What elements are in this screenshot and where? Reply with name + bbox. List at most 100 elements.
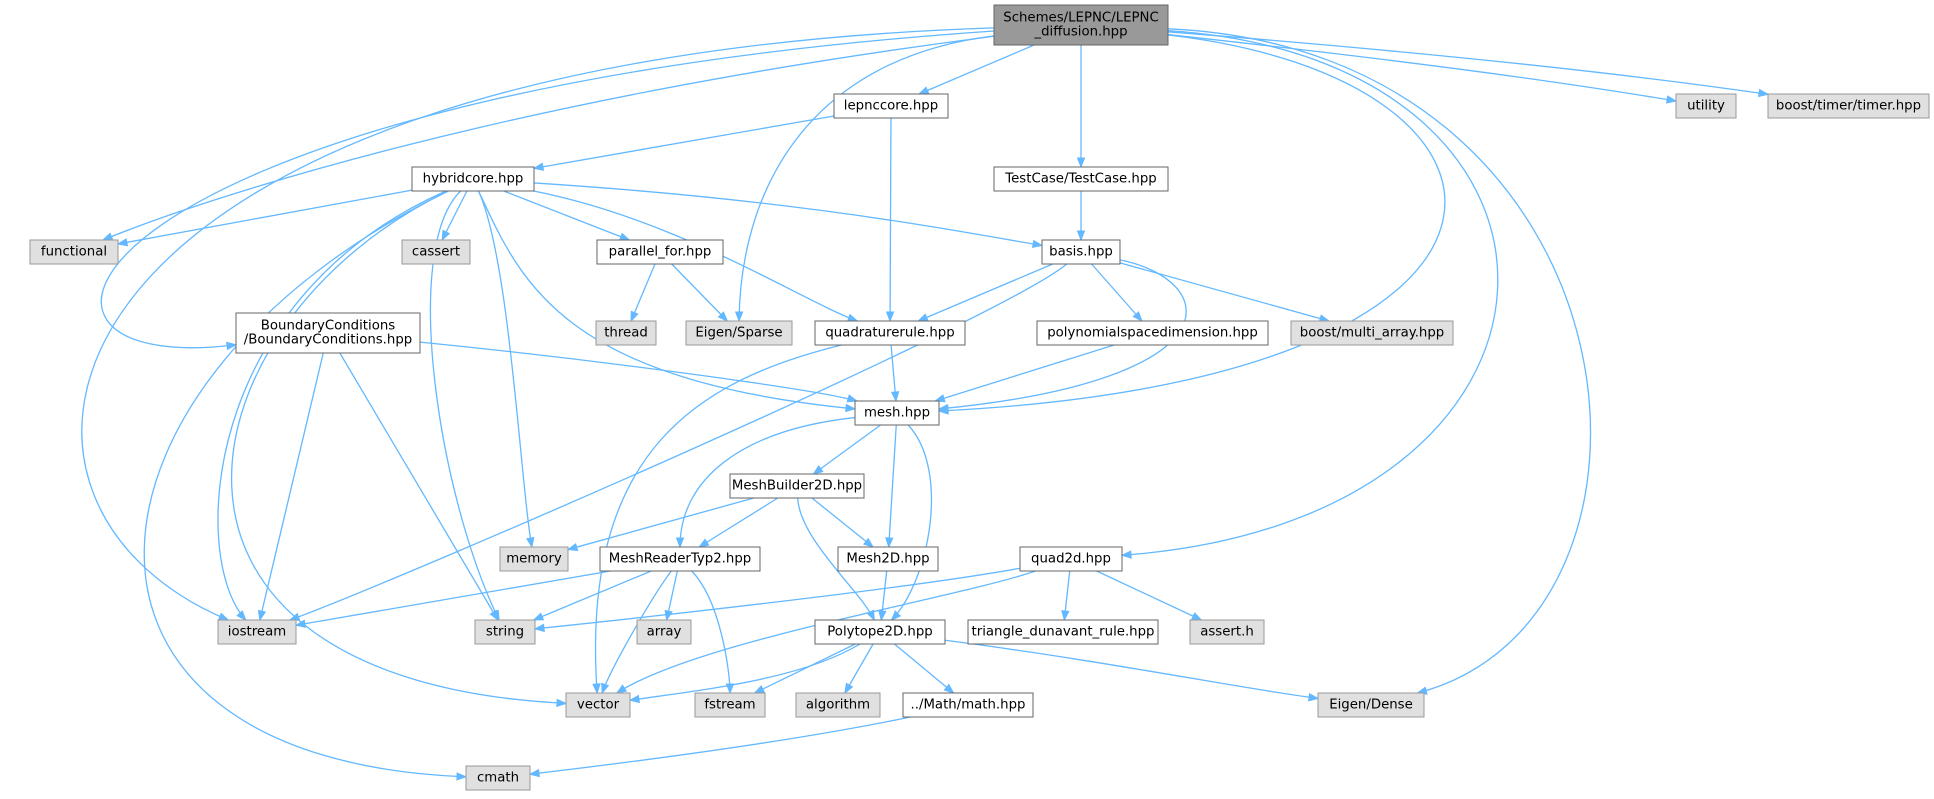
node-polytope[interactable]: Polytope2D.hpp (814, 619, 946, 645)
node-triangle[interactable]: triangle_dunavant_rule.hpp (967, 619, 1159, 645)
edge-line (671, 263, 728, 322)
edge-arrowhead (489, 609, 499, 622)
node-box (1036, 320, 1269, 346)
edge-arrowhead (630, 310, 639, 323)
node-label: Eigen/Dense (1329, 698, 1413, 713)
node-quadrule[interactable]: quadraturerule.hpp (814, 320, 966, 346)
node-box (636, 619, 692, 645)
node-box (411, 166, 535, 192)
edge-polydim-to-mesh (934, 344, 1115, 403)
node-label: thread (604, 326, 648, 341)
edge-arrowhead (878, 610, 887, 622)
edge-arrowhead (890, 391, 900, 403)
edge-arrowhead (1031, 239, 1044, 249)
node-box (1041, 239, 1121, 265)
edge-line (217, 190, 447, 621)
node-boundary[interactable]: BoundaryConditions/BoundaryConditions.hp… (235, 312, 421, 354)
node-label: algorithm (806, 698, 870, 713)
node-label: cmath (477, 771, 519, 786)
edge-mesh-to-meshreader (675, 416, 856, 549)
edge-arrowhead (917, 86, 930, 95)
edge-arrowhead (812, 464, 824, 475)
edge-line (117, 189, 413, 245)
edge-arrowhead (1076, 230, 1086, 242)
edge-polytope-to-algorithm (844, 643, 874, 695)
node-cassert: cassert (401, 239, 471, 265)
node-label: _diffusion.hpp (1033, 25, 1127, 40)
node-testcase[interactable]: TestCase/TestCase.hpp (993, 166, 1169, 192)
edge-arrowhead (592, 683, 601, 695)
node-box (795, 692, 881, 718)
node-box (465, 765, 531, 791)
edge-line (429, 190, 500, 621)
edge-boundary-to-iostream (257, 352, 324, 622)
edge-root-to-lepnccore (917, 44, 1035, 95)
edge-arrowhead (456, 772, 468, 781)
node-box (401, 239, 471, 265)
node-quad2d[interactable]: quad2d.hpp (1019, 546, 1123, 572)
node-box (29, 239, 119, 265)
edge-line (630, 263, 656, 322)
edge-parallelfor-to-thread (630, 263, 656, 323)
node-label: quad2d.hpp (1031, 552, 1111, 567)
edge-arrowhead (533, 623, 545, 633)
edge-quadrule-to-vector (592, 344, 842, 695)
edge-arrowhead (844, 682, 854, 695)
node-box (474, 619, 536, 645)
edge-arrowhead (116, 238, 129, 247)
node-label: boost/timer/timer.hpp (1776, 99, 1921, 114)
edge-hybridcore-to-cmath (143, 190, 468, 781)
edge-arrowhead (917, 313, 929, 322)
node-hybridcore[interactable]: hybridcore.hpp (411, 166, 535, 192)
node-meshbuilder[interactable]: MeshBuilder2D.hpp (729, 473, 865, 499)
edge-meshbuilder-to-meshreader (698, 497, 779, 548)
edge-line (534, 567, 1021, 630)
edge-hybridcore-to-cassert (441, 190, 468, 242)
edge-arrowhead (226, 341, 238, 351)
node-polydim[interactable]: polynomialspacedimension.hpp (1036, 320, 1269, 346)
edge-line (1121, 30, 1499, 556)
edge-mesh2d-to-polytope (878, 570, 888, 622)
node-label: triangle_dunavant_rule.hpp (972, 625, 1155, 640)
node-label: ../Math/math.hpp (911, 698, 1026, 713)
node-label: vector (577, 698, 620, 713)
edge-line (918, 44, 1035, 95)
node-box (499, 546, 569, 572)
edge-line (935, 344, 1115, 402)
edge-arrowhead (846, 394, 859, 403)
node-label: Schemes/LEPNC/LEPNC (1003, 11, 1159, 26)
edge-line (738, 35, 995, 322)
node-box (814, 320, 966, 346)
node-mesh[interactable]: mesh.hpp (854, 400, 940, 426)
edge-line (81, 27, 995, 621)
edge-arrowhead (615, 684, 628, 694)
edge-arrowhead (532, 612, 545, 621)
node-mathhpp[interactable]: ../Math/math.hpp (902, 692, 1034, 718)
node-box (993, 4, 1169, 46)
node-meshreader[interactable]: MeshReaderTyp2.hpp (599, 546, 761, 572)
edge-basis-to-polydim (1091, 263, 1143, 323)
node-label: Polytope2D.hpp (827, 625, 932, 640)
edge-arrowhead (528, 768, 540, 778)
edge-line (754, 643, 856, 694)
node-cmath: cmath (465, 765, 531, 791)
edge-arrowhead (288, 612, 301, 621)
edge-line (567, 497, 754, 551)
node-eigendense: Eigen/Dense (1317, 692, 1425, 718)
node-parallelfor[interactable]: parallel_for.hpp (596, 239, 724, 265)
edge-root-to-eigendense (1167, 28, 1592, 695)
edge-root-to-functional (101, 35, 995, 241)
edge-hybridcore-to-quadrule (533, 190, 859, 322)
edge-line (1091, 263, 1143, 322)
node-utility: utility (1675, 93, 1737, 119)
node-label: quadraturerule.hpp (825, 326, 954, 341)
node-mesh2d[interactable]: Mesh2D.hpp (837, 546, 939, 572)
node-box (833, 93, 949, 119)
node-lepnccore[interactable]: lepnccore.hpp (833, 93, 949, 119)
node-label: utility (1687, 99, 1725, 114)
node-basis[interactable]: basis.hpp (1041, 239, 1121, 265)
node-label: MeshReaderTyp2.hpp (609, 552, 751, 567)
edge-arrowhead (885, 311, 895, 323)
node-box (1767, 93, 1930, 119)
